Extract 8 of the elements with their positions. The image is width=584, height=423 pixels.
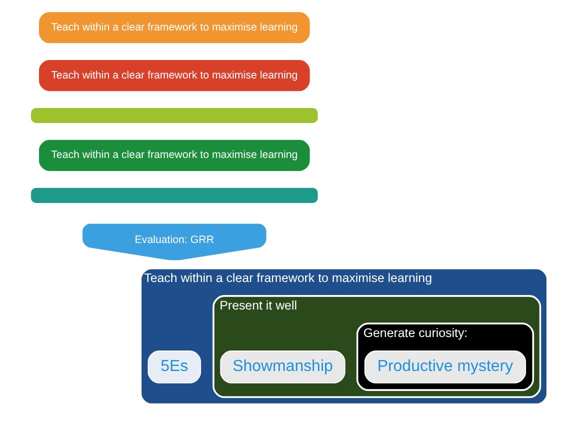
node-box: 5Es (147, 350, 201, 384)
node-box (30, 187, 318, 204)
node-box: Teach within a clear framework to maximise learning (38, 139, 310, 172)
node-box: Showmanship (220, 350, 345, 384)
node-box: Teach within a clear framework to maximise learning (38, 59, 310, 92)
node-box (30, 107, 318, 124)
node-box: Productive mystery (364, 350, 526, 384)
node-box: Teach within a clear framework to maximise learning (38, 11, 310, 44)
